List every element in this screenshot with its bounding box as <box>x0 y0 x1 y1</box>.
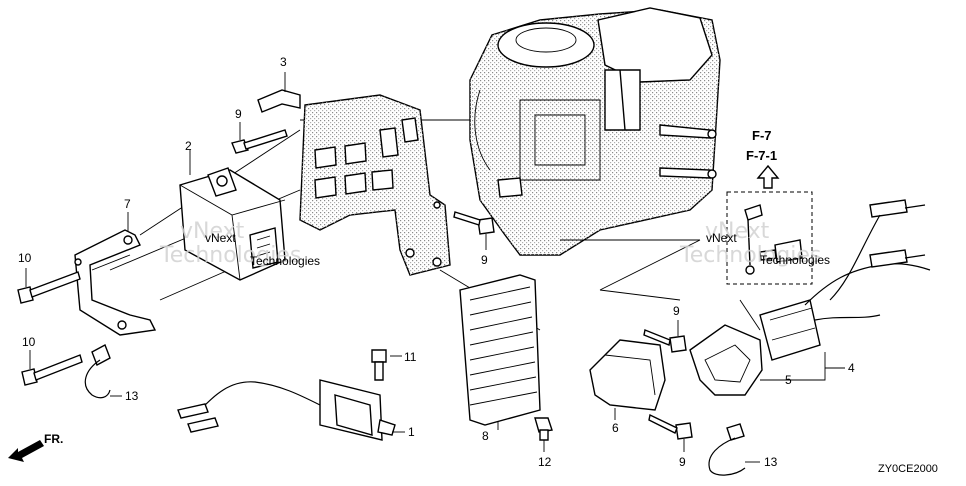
clip-part-3 <box>257 72 301 113</box>
bolt-part-9-right-upper <box>643 320 687 353</box>
wire-clip-part-13-left <box>84 344 122 399</box>
watermark-line2: Technologies <box>679 243 821 268</box>
callout-8: 8 <box>482 429 489 443</box>
bolt-part-9-upper-left <box>231 122 288 154</box>
callout-2: 2 <box>185 139 192 153</box>
callout-10-lower: 10 <box>22 335 36 349</box>
wire-clip-part-13-right <box>708 423 760 476</box>
callout-13-left: 13 <box>125 389 139 403</box>
bolt-part-9-right-lower <box>648 413 693 452</box>
callout-labels: 1 2 3 4 5 6 7 8 9 9 9 9 10 10 11 12 13 1… <box>18 55 855 469</box>
mounting-bracket-plate <box>299 94 451 276</box>
ignition-coil-part-1 <box>177 379 405 441</box>
callout-3: 3 <box>280 55 287 69</box>
callout-13-right: 13 <box>764 455 778 469</box>
bracket-part-7 <box>74 212 157 336</box>
callout-7: 7 <box>124 197 131 211</box>
callout-9-right-upper: 9 <box>673 304 680 318</box>
screw-part-12 <box>534 417 553 452</box>
watermark-right: vNext Technologies <box>679 219 821 268</box>
reference-arrow-up <box>756 164 780 189</box>
watermark-text-small: Technologies <box>760 253 830 267</box>
watermark-line2: Technologies <box>159 243 301 268</box>
cover-part-6 <box>589 339 666 420</box>
callout-5: 5 <box>785 373 792 387</box>
control-module-part-2 <box>179 150 286 281</box>
regulator-part-8 <box>459 274 541 430</box>
bolt-part-11 <box>371 349 402 381</box>
watermark-text-small: Technologies <box>250 254 320 268</box>
bolt-part-10-lower <box>21 350 83 386</box>
diagram-code: ZY0CE2000 <box>878 463 938 475</box>
watermark-left: vNext Technologies <box>159 219 301 268</box>
watermark-line1: vNext <box>180 219 245 244</box>
front-direction-arrow <box>8 440 44 462</box>
coil-lead-part-4 <box>759 199 931 361</box>
callout-4: 4 <box>848 361 855 375</box>
bolt-part-10-upper <box>17 268 81 304</box>
watermark-small-labels: vNext Technologies vNext Technologies <box>205 231 830 268</box>
callout-1: 1 <box>408 425 415 439</box>
front-direction-label: FR. <box>44 432 63 446</box>
callout-9-center: 9 <box>481 253 488 267</box>
callout-brackets-4-5 <box>760 352 845 381</box>
callout-10-upper: 10 <box>18 251 32 265</box>
reference-labels: F-7 F-7-1 <box>746 128 777 163</box>
reference-f7-1: F-7-1 <box>746 148 777 163</box>
rubber-boot-part-5 <box>689 324 763 396</box>
callout-9-right-lower: 9 <box>679 455 686 469</box>
watermark-line1: vNext <box>705 219 770 244</box>
engine-assembly <box>469 7 721 256</box>
callout-6: 6 <box>612 421 619 435</box>
reference-detail-box <box>726 191 813 285</box>
callout-9-upper-left: 9 <box>235 107 242 121</box>
reference-f7: F-7 <box>752 128 772 143</box>
watermark-text-small: vNext <box>706 231 737 245</box>
watermark-text-small: vNext <box>205 231 236 245</box>
bolt-part-9-center <box>453 211 495 250</box>
callout-11: 11 <box>404 350 417 364</box>
callout-12: 12 <box>538 455 552 469</box>
